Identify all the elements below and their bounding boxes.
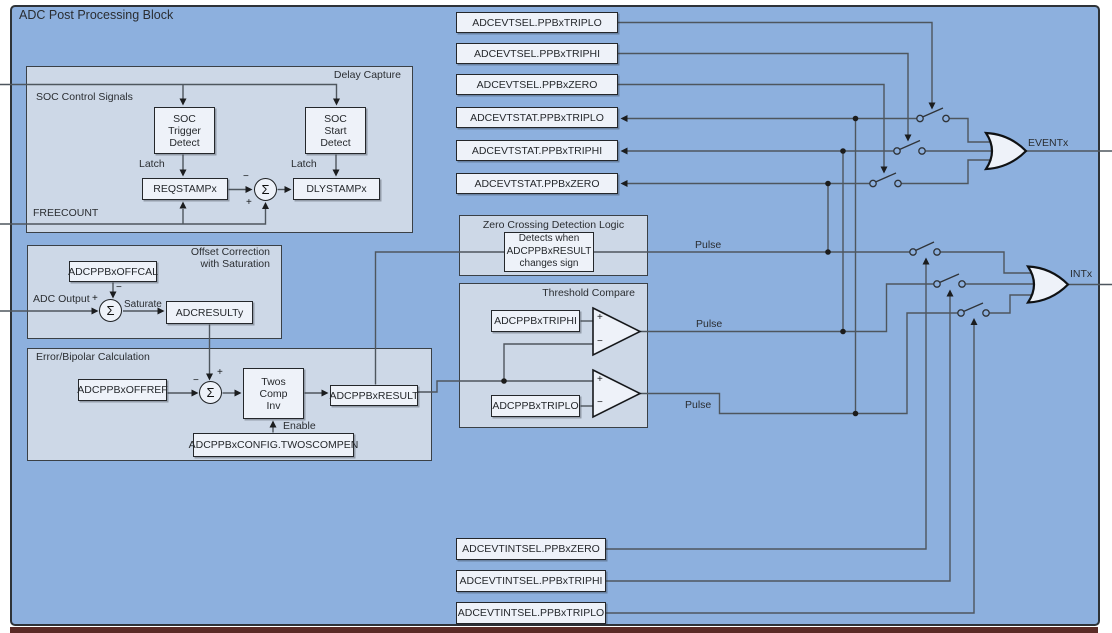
- adcevtsel-zero-register: ADCEVTSEL.PPBxZERO: [456, 74, 618, 95]
- comparator-triplo: [592, 368, 642, 419]
- adcppbxconfig-twoscompen-box: ADCPPBxCONFIG.TWOSCOMPEN: [189, 433, 358, 457]
- intx-or-gate: [1025, 265, 1070, 304]
- twos-comp-inv-box: Twos Comp Inv: [243, 368, 304, 419]
- comparator-triphi: [592, 306, 642, 357]
- reqstampx-box: REQSTAMPx: [142, 178, 228, 200]
- adcevtintsel-zero-register: ADCEVTINTSEL.PPBxZERO: [456, 538, 606, 560]
- comp-hi-plus: +: [597, 312, 603, 323]
- dlystampx-box: DLYSTAMPx: [293, 178, 380, 200]
- triphi-pulse-label: Pulse: [696, 318, 723, 330]
- adcevtsel-triplo-register: ADCEVTSEL.PPBxTRIPLO: [456, 12, 618, 33]
- error-bipolar-title: Error/Bipolar Calculation: [36, 351, 150, 363]
- zero-pulse-label: Pulse: [695, 239, 722, 251]
- eventx-triphi-switch: [893, 139, 926, 155]
- adcppbxtriphi-box: ADCPPBxTRIPHI: [491, 310, 580, 332]
- enable-label: Enable: [283, 420, 316, 432]
- eventx-output-label: EVENTx: [1028, 137, 1069, 149]
- comp-hi-minus: −: [597, 336, 603, 347]
- adcevtstat-triphi-register: ADCEVTSTAT.PPBxTRIPHI: [456, 140, 618, 161]
- adcppbxresult-box: ADCPPBxRESULT: [329, 385, 419, 406]
- eventx-triplo-switch: [916, 107, 950, 123]
- latch-right-label: Latch: [291, 158, 317, 170]
- offset-sigma-plus: +: [92, 293, 98, 304]
- intx-zero-switch: [909, 241, 941, 256]
- offset-sigma-minus: −: [116, 282, 122, 293]
- adcppbxtriplo-box: ADCPPBxTRIPLO: [491, 395, 580, 417]
- latch-left-label: Latch: [139, 158, 165, 170]
- intx-output-label: INTx: [1070, 268, 1093, 280]
- eventx-zero-switch: [869, 172, 902, 188]
- adcevtstat-triplo-register: ADCEVTSTAT.PPBxTRIPLO: [456, 107, 618, 128]
- adcevtstat-zero-register: ADCEVTSTAT.PPBxZERO: [456, 173, 618, 194]
- delay-sigma-minus: −: [243, 171, 249, 182]
- intx-triphi-switch: [933, 273, 966, 288]
- zero-crossing-detect-box: Detects when ADCPPBxRESULT changes sign: [504, 232, 594, 272]
- error-sigma: Σ: [199, 381, 222, 404]
- adcevtintsel-triplo-register: ADCEVTINTSEL.PPBxTRIPLO: [456, 602, 606, 624]
- adcresulty-box: ADCRESULTy: [166, 301, 253, 324]
- adcppbxoffcal-box: ADCPPBxOFFCAL: [68, 261, 158, 282]
- delay-sigma: Σ: [254, 178, 277, 201]
- zero-crossing-title: Zero Crossing Detection Logic: [482, 219, 625, 231]
- offset-correction-title: Offset Correction with Saturation: [190, 246, 270, 270]
- adcevtintsel-triphi-register: ADCEVTINTSEL.PPBxTRIPHI: [456, 570, 606, 592]
- comp-lo-minus: −: [597, 397, 603, 408]
- delay-capture-title: Delay Capture: [333, 69, 401, 81]
- adcevtsel-triphi-register: ADCEVTSEL.PPBxTRIPHI: [456, 43, 618, 64]
- soc-start-detect-box: SOC Start Detect: [305, 107, 366, 154]
- error-sigma-minus: −: [193, 375, 199, 386]
- threshold-compare-title: Threshold Compare: [542, 287, 635, 299]
- offset-sigma: Σ: [99, 299, 122, 322]
- bottom-edge-strip: [10, 627, 1098, 633]
- freecount-label: FREECOUNT: [33, 207, 99, 219]
- delay-sigma-plus: +: [246, 197, 252, 208]
- adcppbxoffref-box: ADCPPBxOFFREF: [77, 379, 168, 401]
- comp-lo-plus: +: [597, 374, 603, 385]
- saturate-label: Saturate: [124, 299, 162, 310]
- error-sigma-plus: +: [217, 367, 223, 378]
- soc-trigger-detect-box: SOC Trigger Detect: [154, 107, 215, 154]
- adc-output-label: ADC Output: [33, 293, 90, 305]
- intx-triplo-switch: [957, 302, 990, 317]
- triplo-pulse-label: Pulse: [685, 399, 712, 411]
- soc-control-signals-label: SOC Control Signals: [36, 91, 133, 103]
- eventx-or-gate: [983, 131, 1028, 171]
- page-title: ADC Post Processing Block: [19, 8, 174, 22]
